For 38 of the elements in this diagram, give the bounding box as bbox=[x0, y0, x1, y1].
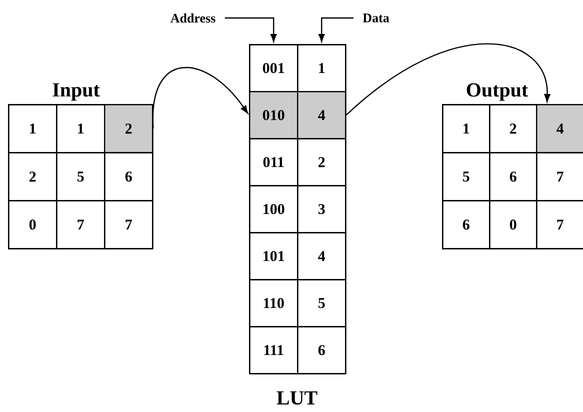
table-cell: 2 bbox=[297, 138, 346, 186]
table-cell: 2 bbox=[104, 104, 154, 154]
table-cell: 010 bbox=[249, 91, 298, 140]
table-cell: 101 bbox=[249, 232, 298, 280]
table-cell: 6 bbox=[297, 326, 346, 374]
table-cell: 2 bbox=[489, 104, 538, 154]
table-cell: 4 bbox=[297, 91, 346, 140]
arrow bbox=[224, 17, 277, 42]
table-cell: 0 bbox=[489, 200, 538, 250]
arrow bbox=[318, 17, 354, 42]
table-cell: 3 bbox=[297, 185, 346, 234]
table-cell: 6 bbox=[442, 200, 490, 250]
table-cell: 5 bbox=[442, 152, 490, 202]
column-label: Data bbox=[362, 14, 390, 22]
table-cell: 4 bbox=[297, 232, 346, 280]
arrow bbox=[152, 67, 248, 129]
table-cell: 5 bbox=[56, 152, 106, 202]
table-cell: 1 bbox=[8, 104, 58, 154]
table-cell: 7 bbox=[536, 200, 583, 250]
table-cell: 7 bbox=[104, 200, 154, 250]
table-cell: 110 bbox=[249, 279, 298, 328]
table-cell: 111 bbox=[249, 326, 298, 374]
table-cell: 6 bbox=[489, 152, 538, 202]
table-cell: 0 bbox=[8, 200, 58, 250]
arrow bbox=[346, 43, 550, 116]
table-cell: 7 bbox=[536, 152, 583, 202]
table-cell: 5 bbox=[297, 279, 346, 328]
table-cell: 7 bbox=[56, 200, 106, 250]
node-label: Output bbox=[466, 83, 528, 101]
table-cell: 6 bbox=[104, 152, 154, 202]
column-label: Address bbox=[170, 13, 216, 23]
table-cell: 4 bbox=[536, 104, 583, 154]
node-label: LUT bbox=[276, 391, 318, 405]
node-label: Input bbox=[52, 83, 100, 101]
table-cell: 011 bbox=[249, 138, 298, 186]
table-cell: 1 bbox=[442, 104, 490, 154]
table-cell: 2 bbox=[8, 152, 58, 202]
table-cell: 100 bbox=[249, 185, 298, 234]
